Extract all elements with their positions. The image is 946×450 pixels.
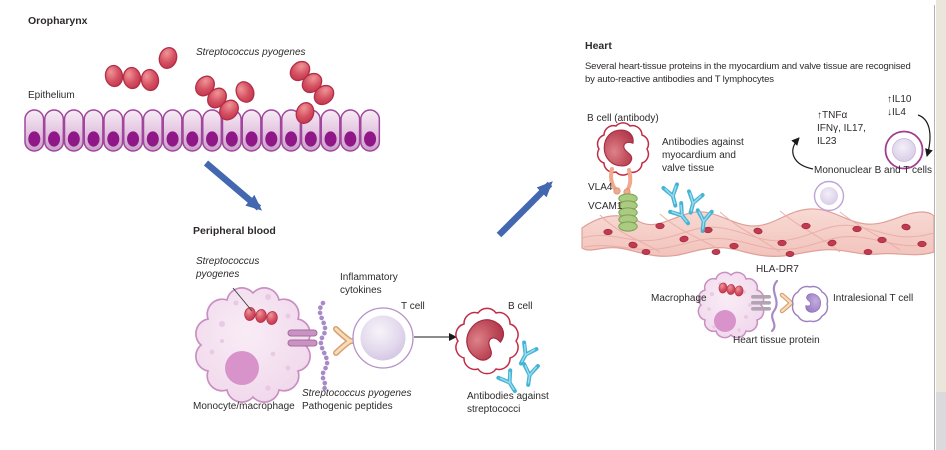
pathogenic-peptide-chain [317,300,330,393]
oropharynx-title: Oropharynx [28,15,88,27]
mononuclear-cell-on-tissue [813,180,845,212]
heart-macrophage [697,271,765,339]
pathogenic-peptides-label: Streptococcus pyogenes Pathogenic peptid… [302,387,412,413]
page-edge-strip [936,0,946,392]
cytokine-arrow-right [917,114,933,157]
monocyte-macrophage-label: Monocyte/macrophage [193,401,295,412]
flow-arrow-blood-to-heart [496,181,553,238]
heart-title: Heart [585,40,612,52]
streptococcus-label-mid: Streptococcus pyogenes [196,255,259,281]
label-line: ↑TNFα [817,110,848,121]
page-edge-line [934,5,935,450]
label-line: Antibodies against [662,137,744,148]
heart-tissue-protein-label: Heart tissue protein [733,335,820,346]
label-line: myocardium and [662,150,736,161]
t-cell [352,307,414,369]
label-line: ↑IL10 [887,94,912,105]
antibodies-myocardium-label: Antibodies against myocardium and valve … [662,136,744,175]
label-line: cytokines [340,285,382,296]
vcam1-label: VCAM1 [588,201,623,212]
antibodies-streptococci-label: Antibodies against streptococci [467,390,549,416]
b-cell-antibody-label: B cell (antibody) [587,113,659,124]
streptococcus-label-top: Streptococcus pyogenes [196,47,306,58]
intralesional-t-cell [791,285,829,323]
label-line: IFNγ, IL17, [817,123,866,134]
t-cell-label: T cell [401,301,425,312]
cytokine-arrow-left [791,137,814,170]
label-line: pyogenes [196,269,240,280]
label-line: ↓IL4 [887,107,906,118]
monocyte-macrophage-cell [195,287,311,403]
label-line: Streptococcus pyogenes [302,388,412,399]
label-line: streptococci [467,404,521,415]
b-cell-peripheral [455,307,519,375]
heart-b-cell [596,122,650,176]
proinflammatory-cytokines-label: ↑TNFα IFNγ, IL17, IL23 [817,109,866,148]
epithelium-label: Epithelium [28,90,75,101]
page-edge-strip-bottom [936,392,946,450]
label-line: Antibodies against [467,391,549,402]
vcam1-stack [618,193,638,232]
label-line: valve tissue [662,163,715,174]
label-line: by auto-reactive antibodies and T lympho… [585,73,774,85]
heart-tissue-protein-chain [770,279,779,333]
macrophage-label: Macrophage [651,293,707,304]
intralesional-t-cell-label: Intralesional T cell [833,293,914,304]
peripheral-blood-title: Peripheral blood [193,225,276,237]
strep-pointer-line [232,287,253,312]
mononuclear-cell-top [884,130,924,170]
label-line: IL23 [817,136,837,147]
flow-arrow-oropharynx-to-blood [203,160,263,211]
hla-dr7-label: HLA-DR7 [756,264,799,275]
heart-mhc-bars [751,295,771,311]
vla4-label: VLA4 [588,182,613,193]
epithelium-row [24,109,381,152]
regulatory-cytokines-label: ↑IL10 ↓IL4 [887,93,911,119]
label-line: Inflammatory [340,272,398,283]
label-line: Several heart-tissue proteins in the myo… [585,61,911,72]
inflammatory-cytokines-label: Inflammatory cytokines [340,271,398,297]
heart-description: Several heart-tissue proteins in the myo… [585,61,911,86]
label-line: Streptococcus [196,256,260,267]
mhc-bars [287,329,318,347]
b-cell-label: B cell [508,301,533,312]
heart-tissue [581,208,935,257]
mononuclear-label: Mononuclear B and T cells [814,165,933,176]
label-line: Pathogenic peptides [302,401,393,412]
